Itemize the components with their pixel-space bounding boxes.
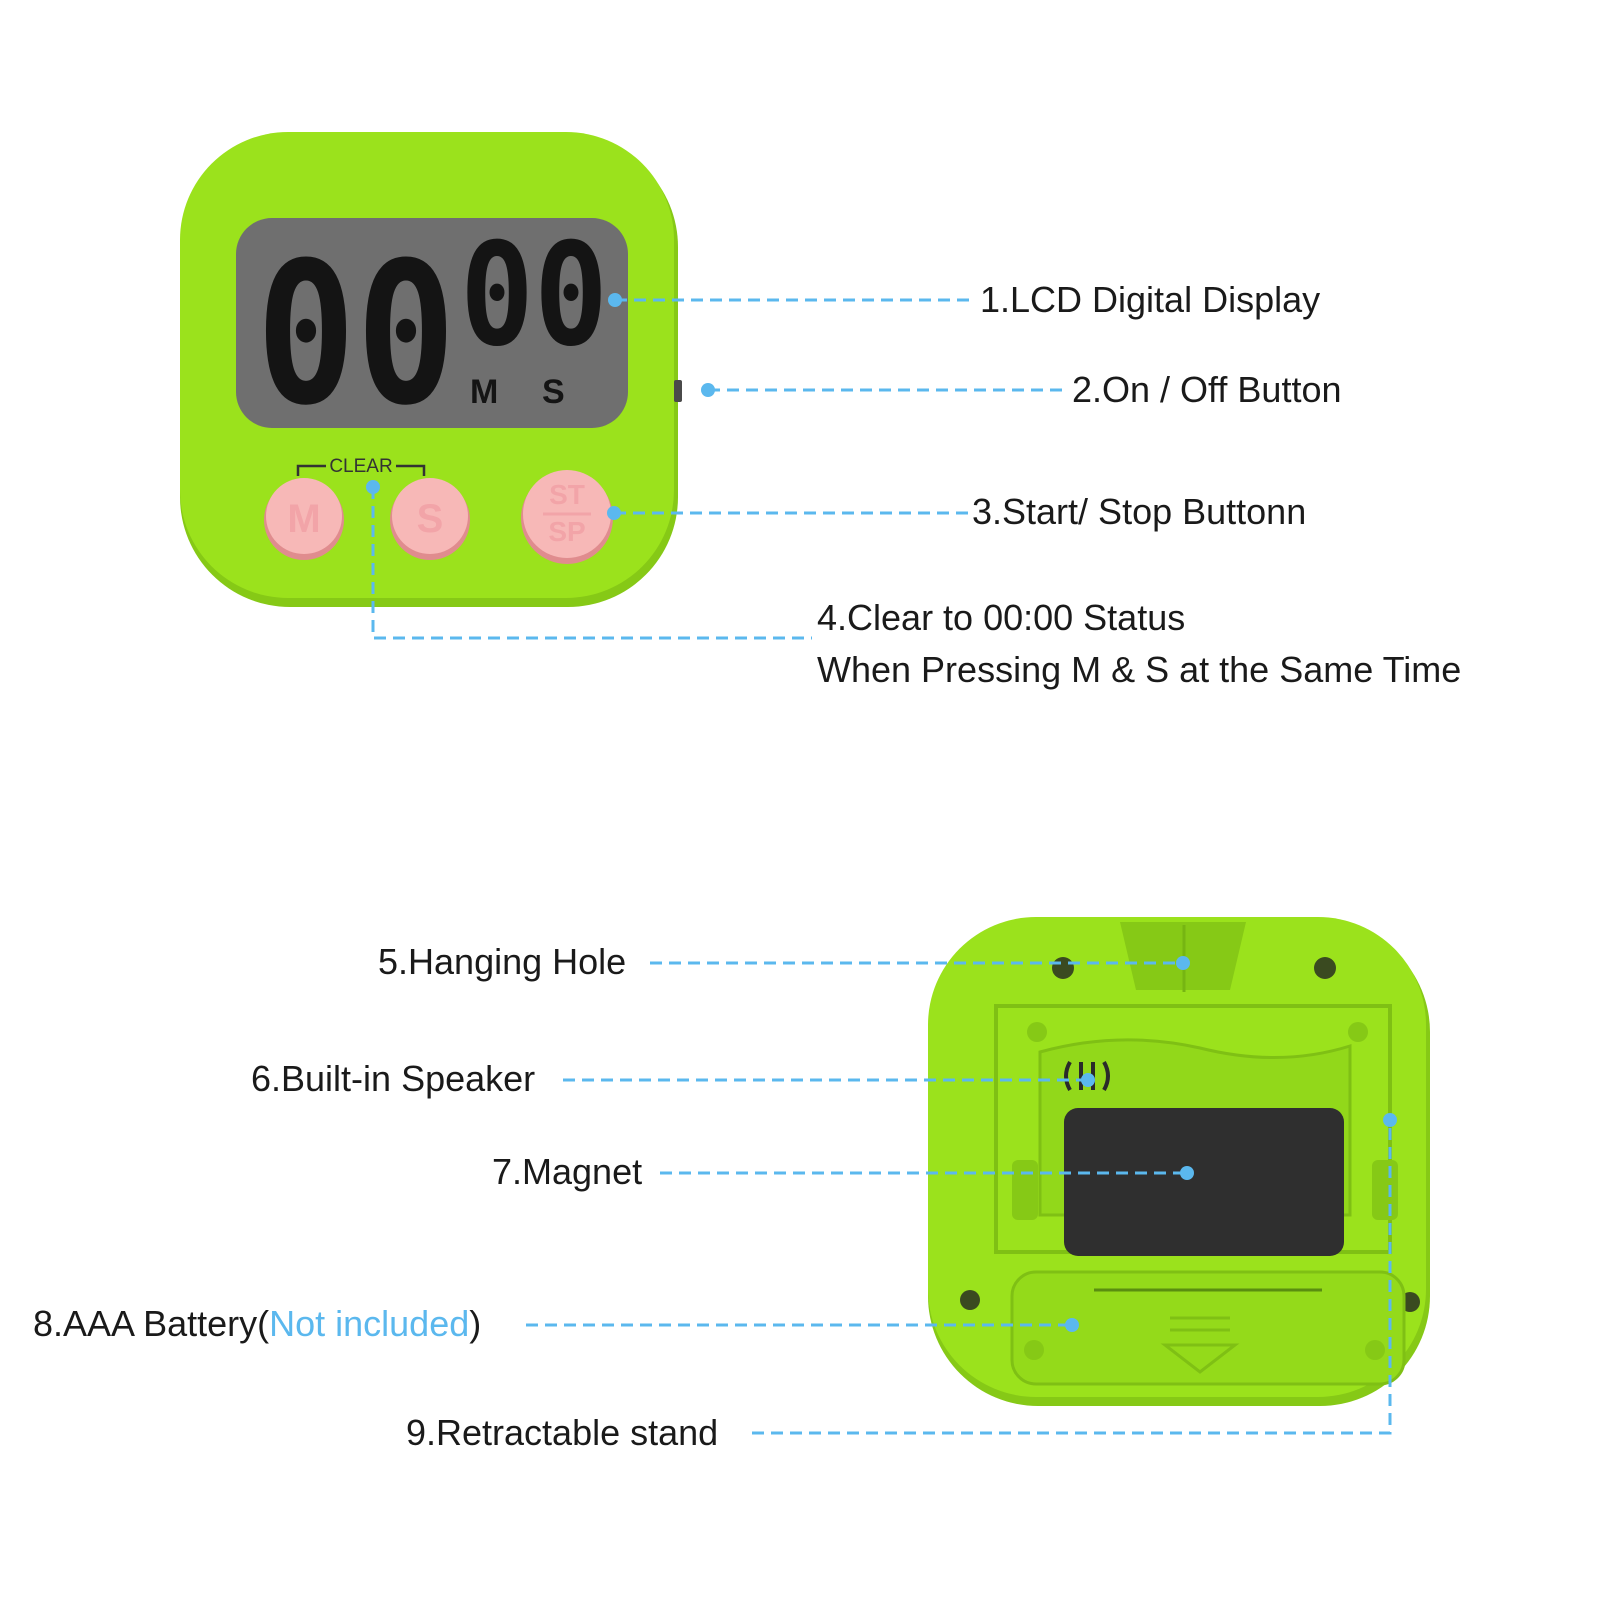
leader-clear-dot — [366, 480, 380, 494]
m-button[interactable]: M — [264, 478, 344, 560]
leader-startstop-dot — [607, 506, 621, 520]
magnet — [1064, 1108, 1344, 1256]
label-clear-status: 4.Clear to 00:00 Status — [817, 597, 1186, 638]
clear-bracket-gap — [326, 452, 396, 476]
lcd-minutes: 00 — [256, 221, 456, 449]
label-lcd-display: 1.LCD Digital Display — [980, 279, 1321, 320]
leader-battery-dot — [1065, 1318, 1079, 1332]
stand-hinge-left — [1012, 1160, 1038, 1220]
leader-stand-dot — [1383, 1113, 1397, 1127]
label-hanging-hole: 5.Hanging Hole — [378, 941, 627, 982]
lcd-unit-minutes: M — [470, 373, 498, 411]
stand-hinge-right — [1372, 1160, 1398, 1220]
label-battery: 8.AAA Battery(Not included) — [33, 1302, 481, 1345]
start-label: ST — [549, 479, 585, 510]
timer-back — [928, 917, 1430, 1406]
label-on-off-button: 2.On / Off Button — [1072, 369, 1342, 410]
label-clear-instruction: When Pressing M & S at the Same Time — [817, 649, 1462, 690]
leader-lines — [366, 293, 1397, 1435]
label-built-in-speaker: 6.Built-in Speaker — [251, 1058, 536, 1099]
leader-power-dot — [701, 383, 715, 397]
rivet-right — [1348, 1022, 1368, 1042]
leader-clear — [371, 487, 812, 640]
lcd-unit-seconds: S — [542, 373, 565, 411]
leader-magnet-dot — [1180, 1166, 1194, 1180]
cover-rivet-right — [1365, 1340, 1385, 1360]
battery-cover-arrow-icon — [1160, 1343, 1240, 1374]
lcd-seconds: 00 — [460, 213, 608, 378]
leader-speaker-dot — [1081, 1073, 1095, 1087]
screw-top-left — [1052, 957, 1074, 979]
leader-lcd-dot — [608, 293, 622, 307]
screw-top-right — [1314, 957, 1336, 979]
label-battery-prefix: 8.AAA Battery( — [33, 1303, 270, 1344]
battery-cover[interactable] — [1010, 1270, 1406, 1386]
clear-label: CLEAR — [329, 456, 392, 477]
power-switch[interactable] — [674, 380, 682, 402]
start-stop-button[interactable]: ST SP — [521, 470, 613, 564]
leader-stand — [752, 1120, 1392, 1435]
label-battery-suffix: ) — [469, 1303, 482, 1344]
m-button-label: M — [287, 497, 320, 541]
label-start-stop-button: 3.Start/ Stop Buttonn — [972, 491, 1307, 532]
label-battery-note: Not included — [269, 1303, 470, 1344]
s-button-label: S — [417, 497, 444, 541]
stop-label: SP — [548, 516, 585, 547]
screw-bottom-left — [960, 1290, 980, 1310]
label-retractable-stand: 9.Retractable stand — [406, 1412, 719, 1453]
cover-rivet-left — [1024, 1340, 1044, 1360]
s-button[interactable]: S — [390, 478, 470, 560]
speaker-grille — [1064, 1061, 1110, 1091]
rivet-left — [1027, 1022, 1047, 1042]
leader-hanging-dot — [1176, 956, 1190, 970]
lcd-screen — [236, 218, 628, 428]
label-magnet: 7.Magnet — [492, 1151, 643, 1192]
timer-front: 00 00 M S CLEAR M S ST SP — [180, 132, 682, 607]
